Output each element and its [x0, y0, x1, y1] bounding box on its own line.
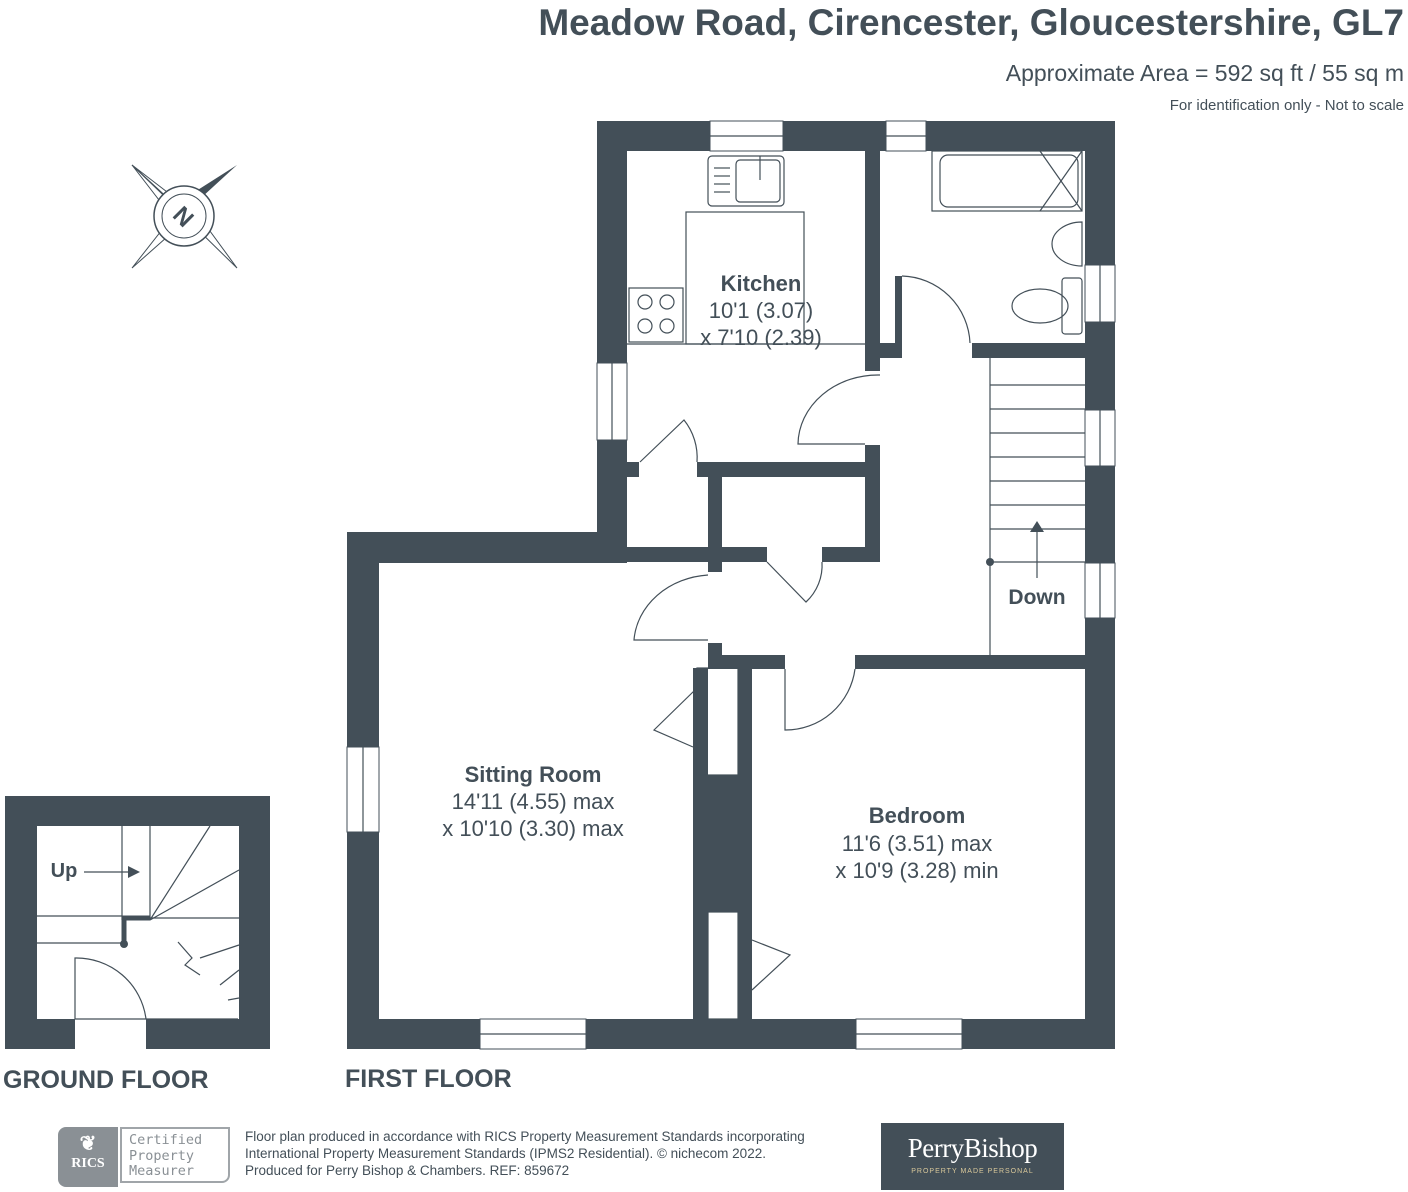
ground-floor-walls [5, 796, 270, 1049]
brand-name: PerryBishop [907, 1133, 1038, 1163]
rics-badge: ❦ RICS Certified Property Measurer [58, 1127, 233, 1187]
footer-line: Produced for Perry Bishop & Chambers. RE… [245, 1163, 570, 1178]
bedroom-dim1: 11'6 (3.51) max [842, 831, 993, 856]
windows [346, 120, 1116, 1050]
bedroom-dim2: x 10'9 (3.28) min [835, 858, 998, 883]
kitchen-dim2: x 7'10 (2.39) [700, 325, 822, 350]
rics-lion-icon: ❦ [79, 1133, 97, 1155]
first-floor-label: FIRST FLOOR [345, 1065, 512, 1093]
compass-icon: N [131, 164, 238, 269]
staircase-down [986, 358, 1085, 655]
sitting-room-dim2: x 10'10 (3.30) max [442, 816, 624, 841]
kitchen-fixtures [627, 155, 865, 345]
rics-cert-line: Property [129, 1147, 195, 1164]
footer-line: International Property Measurement Stand… [245, 1146, 766, 1161]
kitchen-label: Kitchen [721, 271, 802, 296]
rics-cert-line: Certified [129, 1132, 203, 1148]
approximate-area: Approximate Area = 592 sq ft / 55 sq m [1005, 60, 1404, 86]
bathroom-fixtures [931, 150, 1083, 335]
identification-note: For identification only - Not to scale [1169, 97, 1404, 114]
footer-line: Floor plan produced in accordance with R… [245, 1129, 805, 1144]
perry-bishop-logo: PerryBishop PROPERTY MADE PERSONAL [881, 1123, 1064, 1190]
brand-tagline: PROPERTY MADE PERSONAL [911, 1168, 1034, 1175]
stairs-down-label: Down [1008, 586, 1065, 609]
bedroom-label: Bedroom [869, 803, 966, 828]
first-floor-walls [347, 121, 1115, 1049]
sitting-room-label: Sitting Room [465, 762, 602, 787]
rics-cert-line: Measurer [129, 1163, 195, 1179]
footer-disclaimer: Floor plan produced in accordance with R… [245, 1128, 805, 1179]
sitting-room-dim1: 14'11 (4.55) max [452, 789, 615, 814]
property-address-title: Meadow Road, Cirencester, Gloucestershir… [538, 2, 1404, 43]
ground-floor-label: GROUND FLOOR [3, 1066, 209, 1094]
kitchen-dim1: 10'1 (3.07) [709, 298, 814, 323]
stairs-up-label: Up [51, 860, 78, 882]
staircase-up [37, 825, 240, 1020]
rics-mark: RICS [71, 1156, 105, 1171]
doors [633, 275, 971, 1020]
